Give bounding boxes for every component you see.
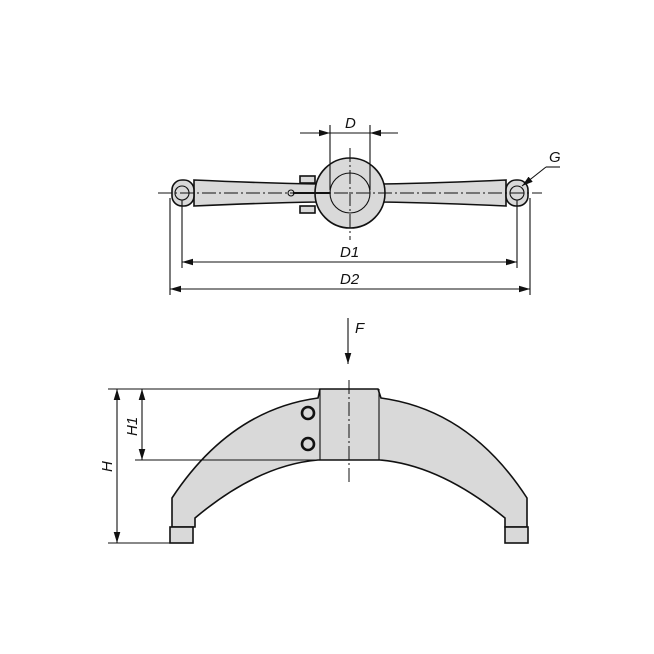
f-label: F <box>355 320 365 337</box>
right-foot <box>504 526 529 544</box>
g-leader <box>521 166 547 187</box>
clamp-screw-bottom <box>299 205 316 214</box>
d2-label: D2 <box>340 271 360 288</box>
left-foot <box>169 526 194 544</box>
side-view: F H H1 <box>99 318 529 544</box>
h-label: H <box>99 461 116 472</box>
d-label: D <box>345 115 356 132</box>
d1-label: D1 <box>340 244 359 261</box>
clamp-screw-top <box>299 175 316 184</box>
h1-label: H1 <box>124 417 141 436</box>
screw-head-lower <box>300 436 316 452</box>
screw-head-upper <box>300 405 316 421</box>
top-view: D G D1 D2 <box>158 115 561 295</box>
g-label: G <box>549 149 561 166</box>
